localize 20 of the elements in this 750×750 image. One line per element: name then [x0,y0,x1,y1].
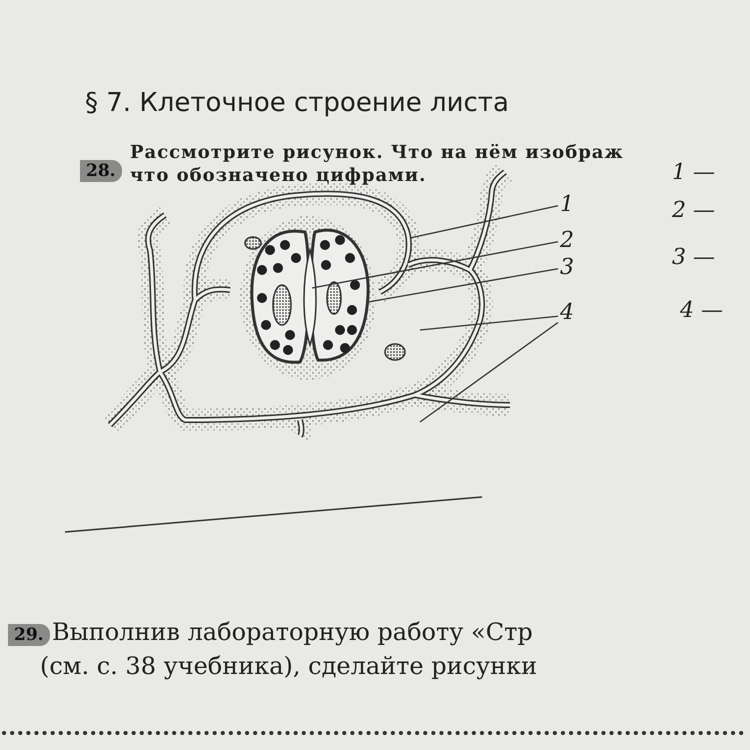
section-heading: § 7. Клеточное строение листа [85,88,509,118]
task-number: 29. [8,624,50,646]
leader-line [312,241,558,289]
task-number: 28. [80,160,122,182]
answer-item: 1 — [672,160,715,185]
leader-line [420,322,558,423]
task-text: что обозначено цифрами. [130,165,426,186]
answer-item: 3 — [672,245,715,270]
leader-line [410,205,558,239]
task-text: (см. с. 38 учебника), сделайте рисунки [40,652,538,680]
leader-line [420,316,558,331]
callout-number: 2 [560,228,574,253]
callout-number: 4 [560,300,574,325]
task-text: Выполнив лабораторную работу «Стр [52,618,533,646]
answer-item: 4 — [680,298,723,323]
leader-line [368,268,558,303]
task-text: Рассмотрите рисунок. Что на нём изображ [130,142,624,163]
callout-number: 1 [560,192,574,217]
callout-number: 3 [560,255,574,280]
answer-item: 2 — [672,198,715,223]
